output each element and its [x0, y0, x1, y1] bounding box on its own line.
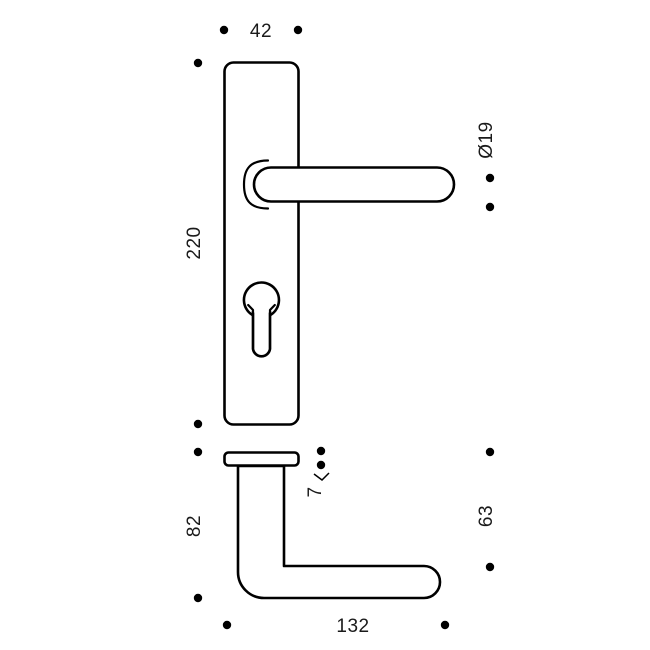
dim-label-lever-height: 63	[476, 505, 497, 527]
dim-dot-132-left	[222, 620, 232, 630]
dim-dot-42-right	[293, 25, 303, 35]
dim-label-plate-height: 220	[184, 226, 205, 259]
keyhole-slot-outline	[247, 303, 276, 358]
dim-dot-d19-bottom	[485, 202, 495, 212]
dim-dot-220-bottom	[193, 419, 203, 429]
side-view-group	[223, 451, 442, 600]
dim-dot-7-top	[316, 446, 326, 456]
keyhole-blend	[247, 306, 276, 315]
dim-dot-82-bottom	[193, 593, 203, 603]
lever-body-side	[236, 464, 442, 600]
front-view-group	[223, 61, 456, 426]
dim-label-lever-length: 132	[336, 616, 369, 637]
dimension-annotations: 42 220 Ø19 7 82 132 63	[184, 21, 497, 637]
dim-dot-d19-top	[485, 173, 495, 183]
dim-dot-63-bottom	[485, 562, 495, 572]
dim-label-lever-diameter: Ø19	[476, 121, 497, 158]
dim-dot-82-top	[193, 447, 203, 457]
backplate-front	[223, 61, 300, 426]
lever-bar-front	[252, 166, 456, 203]
dim-label-plate-width: 42	[250, 21, 272, 42]
rosette-arc	[242, 159, 270, 210]
dim-dot-42-left	[219, 25, 229, 35]
dim-dot-132-right	[440, 620, 450, 630]
dim-dot-220-top	[193, 58, 203, 68]
keyhole-slot	[251, 308, 272, 358]
dim-dot-63-top	[485, 447, 495, 457]
backplate-side	[223, 451, 300, 467]
dim-dot-7-bottom	[316, 460, 326, 470]
dim-label-lever-projection: 82	[184, 515, 205, 537]
dim-arrow-7	[313, 472, 330, 481]
dim-label-plate-thickness: 7	[305, 486, 326, 497]
